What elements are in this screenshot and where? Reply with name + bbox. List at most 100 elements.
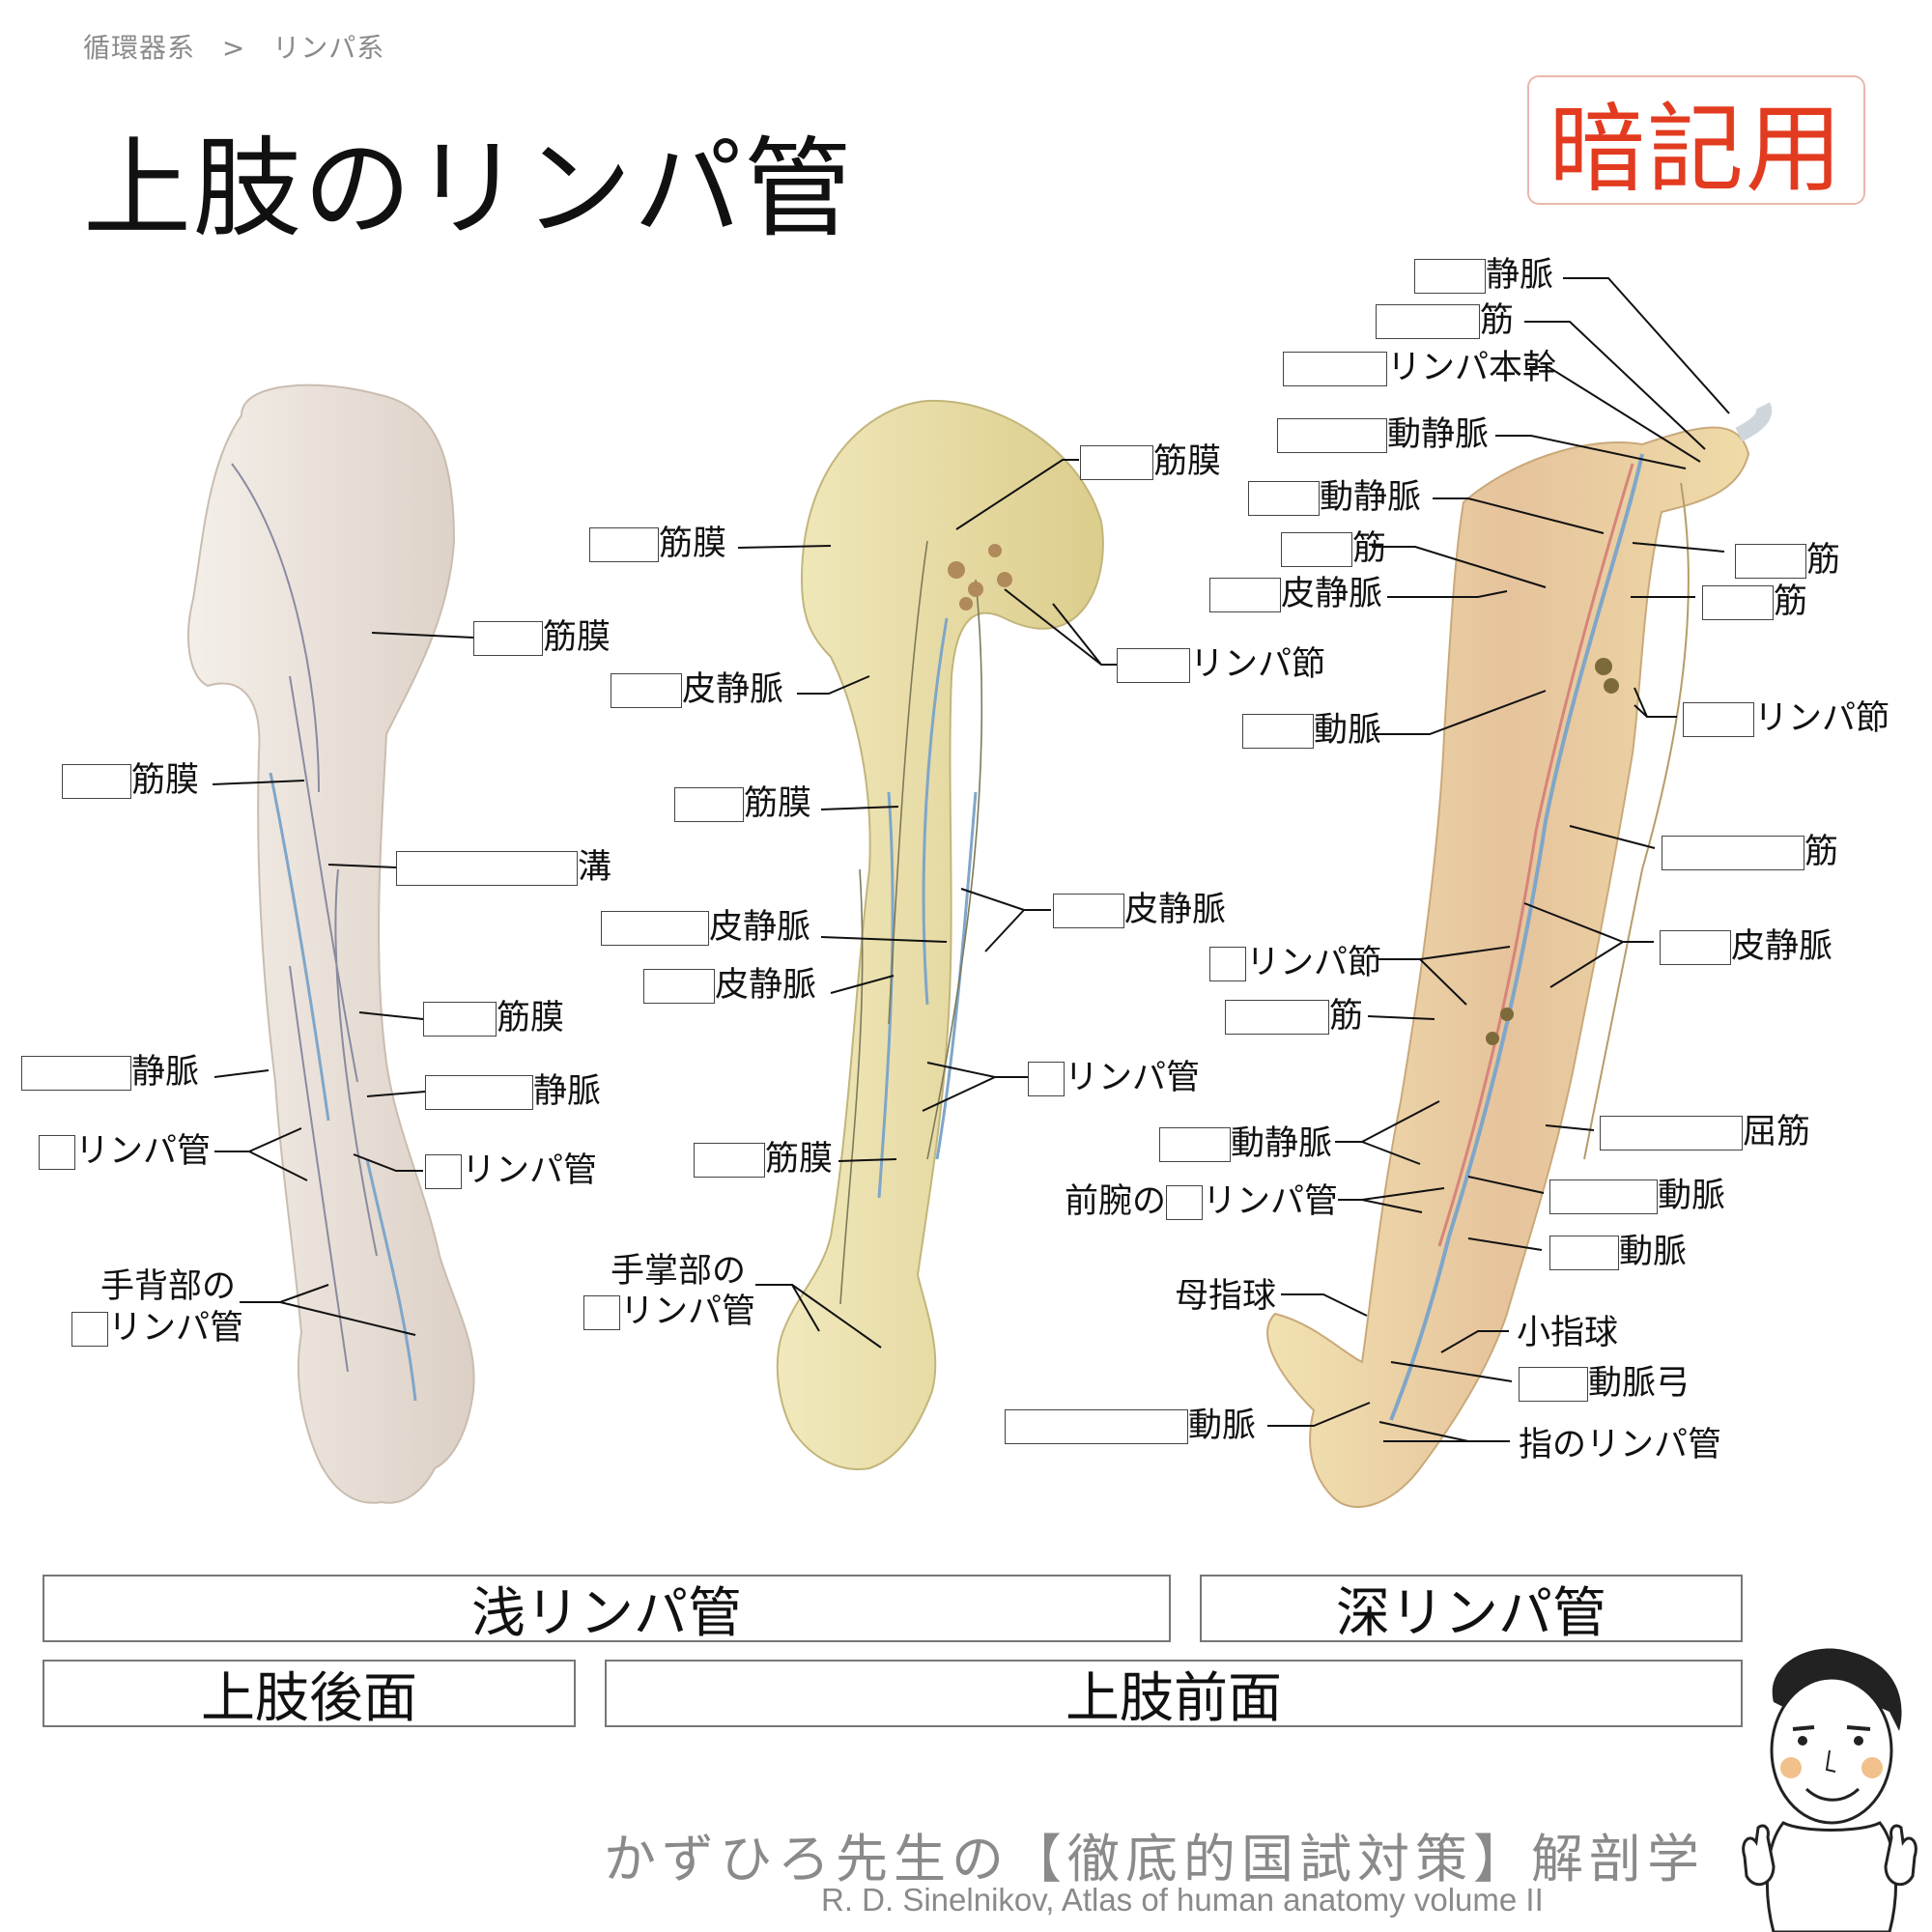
label-deep-25: 指のリンパ管 xyxy=(1519,1426,1722,1464)
label-anterior-1: 筋膜 xyxy=(589,525,726,563)
label-anterior-9: リンパ管 xyxy=(1028,1059,1200,1097)
breadcrumb-separator: > xyxy=(221,32,246,64)
breadcrumb: 循環器系 > リンパ系 xyxy=(83,27,402,66)
label-deep-15: 筋 xyxy=(1225,997,1363,1036)
answer-box[interactable] xyxy=(601,911,709,946)
answer-box[interactable] xyxy=(39,1135,75,1170)
answer-box[interactable] xyxy=(1600,1116,1743,1151)
category-superficial: 浅リンパ管 xyxy=(43,1575,1171,1645)
label-deep-4: 動静脈 xyxy=(1277,415,1489,454)
answer-box[interactable] xyxy=(1376,304,1480,339)
answer-box[interactable] xyxy=(643,969,715,1004)
answer-box[interactable] xyxy=(1702,585,1774,620)
answer-box[interactable] xyxy=(1735,544,1806,579)
label-deep-9: 筋 xyxy=(1702,582,1807,621)
label-anterior-11: リンパ管 xyxy=(583,1293,755,1331)
label-deep-17: 動静脈 xyxy=(1159,1124,1332,1163)
label-posterior-7: リンパ管 xyxy=(39,1132,211,1171)
category-deep: 深リンパ管 xyxy=(1200,1575,1743,1645)
answer-box[interactable] xyxy=(1159,1127,1231,1162)
answer-box[interactable] xyxy=(1660,930,1731,965)
answer-box[interactable] xyxy=(1209,947,1246,981)
answer-box[interactable] xyxy=(1277,418,1387,453)
answer-box[interactable] xyxy=(423,1002,497,1037)
answer-box[interactable] xyxy=(1662,836,1804,870)
page-title: 上肢のリンパ管 xyxy=(83,127,854,252)
label-anterior-2: 筋膜 xyxy=(1080,442,1221,481)
label-deep-8: 筋 xyxy=(1735,541,1840,580)
label-anterior-6: 皮静脈 xyxy=(1053,891,1226,929)
answer-box[interactable] xyxy=(1080,445,1153,480)
category-anterior: 上肢前面 xyxy=(605,1660,1743,1730)
label-deep-10: 動脈 xyxy=(1242,711,1381,750)
label-deep-12: 筋 xyxy=(1662,833,1838,871)
author-credit: かずひろ先生の【徹底的国試対策】解剖学 xyxy=(604,1829,1705,1889)
label-anterior-11-line1: 手掌部の xyxy=(611,1252,747,1291)
answer-box[interactable] xyxy=(1117,648,1190,683)
answer-box[interactable] xyxy=(694,1143,765,1178)
label-anterior-10: 筋膜 xyxy=(694,1140,833,1179)
answer-box[interactable] xyxy=(1549,1236,1619,1270)
anterior-deep-arm-figure xyxy=(1266,402,1773,1508)
answer-box[interactable] xyxy=(1225,1000,1329,1035)
answer-box[interactable] xyxy=(1283,352,1387,386)
label-posterior-3: 溝 xyxy=(396,848,611,887)
answer-box[interactable] xyxy=(1209,578,1281,612)
label-deep-13: リンパ節 xyxy=(1209,944,1381,982)
label-deep-22: 小指球 xyxy=(1517,1314,1619,1352)
answer-box[interactable] xyxy=(674,787,744,822)
label-deep-5: 動静脈 xyxy=(1248,478,1421,517)
answer-box[interactable] xyxy=(1549,1179,1658,1214)
label-posterior-9: リンパ管 xyxy=(71,1309,243,1348)
teacher-mascot-illustration xyxy=(1742,1648,1918,1932)
label-deep-7: 皮静脈 xyxy=(1209,575,1382,613)
label-deep-11: リンパ節 xyxy=(1683,699,1889,738)
answer-box[interactable] xyxy=(1414,259,1486,294)
label-deep-3: リンパ本幹 xyxy=(1283,349,1556,387)
answer-box[interactable] xyxy=(425,1154,462,1189)
source-credit: R. D. Sinelnikov, Atlas of human anatomy… xyxy=(821,1882,1544,1918)
answer-box[interactable] xyxy=(1683,702,1754,737)
memorization-badge: 暗記用 xyxy=(1527,75,1865,206)
answer-box[interactable] xyxy=(21,1056,131,1091)
label-anterior-7: 皮静脈 xyxy=(601,908,810,947)
label-posterior-5: 静脈 xyxy=(21,1053,199,1092)
answer-box[interactable] xyxy=(589,527,659,562)
label-posterior-9-line1: 手背部の xyxy=(100,1267,237,1306)
answer-box[interactable] xyxy=(1281,532,1352,567)
label-deep-18: 前腕のリンパ管 xyxy=(1065,1182,1339,1221)
answer-box[interactable] xyxy=(1242,714,1314,749)
anterior-superficial-arm-figure xyxy=(776,399,1104,1470)
label-deep-23: 動脈弓 xyxy=(1519,1364,1690,1403)
label-deep-20: 動脈 xyxy=(1549,1233,1687,1271)
label-anterior-3: 皮静脈 xyxy=(611,670,783,709)
answer-box[interactable] xyxy=(1005,1409,1188,1444)
breadcrumb-item[interactable]: リンパ系 xyxy=(272,32,385,64)
answer-box[interactable] xyxy=(611,673,682,708)
label-anterior-8: 皮静脈 xyxy=(643,966,816,1005)
answer-box[interactable] xyxy=(1166,1185,1204,1220)
label-deep-6: 筋 xyxy=(1281,529,1386,568)
answer-box[interactable] xyxy=(1519,1367,1588,1402)
posterior-arm-figure xyxy=(187,384,475,1504)
breadcrumb-item[interactable]: 循環器系 xyxy=(83,32,196,64)
answer-box[interactable] xyxy=(71,1312,108,1347)
label-posterior-8: リンパ管 xyxy=(425,1151,597,1190)
answer-box[interactable] xyxy=(1028,1062,1065,1096)
label-posterior-4: 筋膜 xyxy=(423,999,564,1037)
answer-box[interactable] xyxy=(1248,481,1320,516)
answer-box[interactable] xyxy=(396,851,578,886)
answer-box[interactable] xyxy=(1053,894,1124,928)
label-posterior-1: 筋膜 xyxy=(473,618,611,657)
label-deep-21: 母指球 xyxy=(1175,1277,1277,1316)
label-deep-2: 筋 xyxy=(1376,301,1514,340)
answer-box[interactable] xyxy=(425,1075,533,1110)
label-deep-1: 静脈 xyxy=(1414,256,1553,295)
answer-box[interactable] xyxy=(473,621,543,656)
category-posterior: 上肢後面 xyxy=(43,1660,576,1730)
answer-box[interactable] xyxy=(62,764,131,799)
label-anterior-4: リンパ節 xyxy=(1117,645,1325,684)
label-deep-19: 動脈 xyxy=(1549,1177,1725,1215)
answer-box[interactable] xyxy=(583,1295,620,1330)
